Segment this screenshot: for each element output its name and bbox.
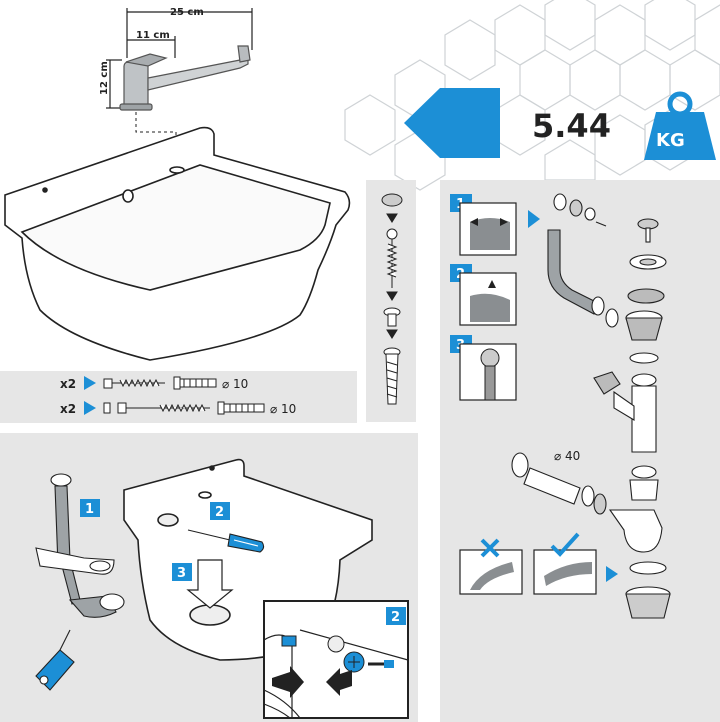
- faucet-width-label: 25 cm: [170, 7, 204, 18]
- bottle-trap-icon: [593, 371, 659, 501]
- sink-illustration: [4, 126, 351, 361]
- bung-assembly-icon: [381, 193, 403, 405]
- fixings-arrow-2: [84, 401, 96, 415]
- weight-arrow: [404, 88, 500, 158]
- overflow-kit-icon: [547, 193, 619, 328]
- fixings-diameter-1: ⌀ 10: [222, 377, 248, 391]
- down-arrow-icon: [186, 559, 234, 609]
- screw-icon-2: [103, 402, 210, 414]
- wall-plug-icon-2: [217, 401, 265, 415]
- drain-panel: [440, 180, 720, 722]
- faucet-reach-label: 11 cm: [136, 30, 170, 41]
- svg-text:2: 2: [215, 505, 224, 520]
- drain-diameter-label: ⌀ 40: [554, 449, 580, 463]
- seal-wrong-panel: [459, 538, 523, 595]
- weight-icon: [644, 91, 716, 160]
- fixings-qty-1: x2: [60, 377, 76, 391]
- seal-correct-panel: [533, 532, 597, 595]
- multi-tool-icon: [35, 629, 75, 691]
- waste-assembly-icon: [35, 473, 125, 618]
- fixings-qty-2: x2: [60, 402, 76, 416]
- step-panel-tr-3: [459, 343, 517, 401]
- step-badge-bl-1: 1: [80, 499, 100, 517]
- step-panel-tr-1: [459, 202, 517, 256]
- fixings-diameter-2: ⌀ 10: [270, 402, 296, 416]
- hexagon-pattern: [344, 0, 720, 191]
- svg-text:1: 1: [85, 502, 94, 517]
- screw-icon-1: [103, 378, 165, 389]
- faucet-dimensions: [106, 8, 253, 109]
- svg-text:3: 3: [177, 566, 186, 581]
- drain-arrow-tr: [528, 210, 540, 228]
- screwdriver-icon: [187, 529, 265, 553]
- wall-plug-icon-1: [173, 376, 217, 390]
- weight-value: 5.44: [532, 107, 611, 145]
- faucet-height-label: 12 cm: [99, 61, 110, 95]
- drain-arrow-seal: [606, 566, 618, 582]
- step-badge-bl-3: 3: [172, 563, 192, 581]
- step-panel-tr-2: [459, 272, 517, 326]
- step-badge-inset: 2: [386, 607, 406, 625]
- detail-inset: [263, 600, 409, 719]
- strainer-assembly-icon: [625, 218, 667, 364]
- fixings-arrow-1: [84, 376, 96, 390]
- seal-parts-icon: [625, 561, 671, 619]
- svg-text:2: 2: [391, 610, 400, 625]
- weight-unit: KG: [656, 130, 685, 151]
- waste-pipe-icon: [511, 452, 663, 553]
- faucet-icon: [119, 45, 251, 111]
- step-badge-bl-2: 2: [210, 502, 230, 520]
